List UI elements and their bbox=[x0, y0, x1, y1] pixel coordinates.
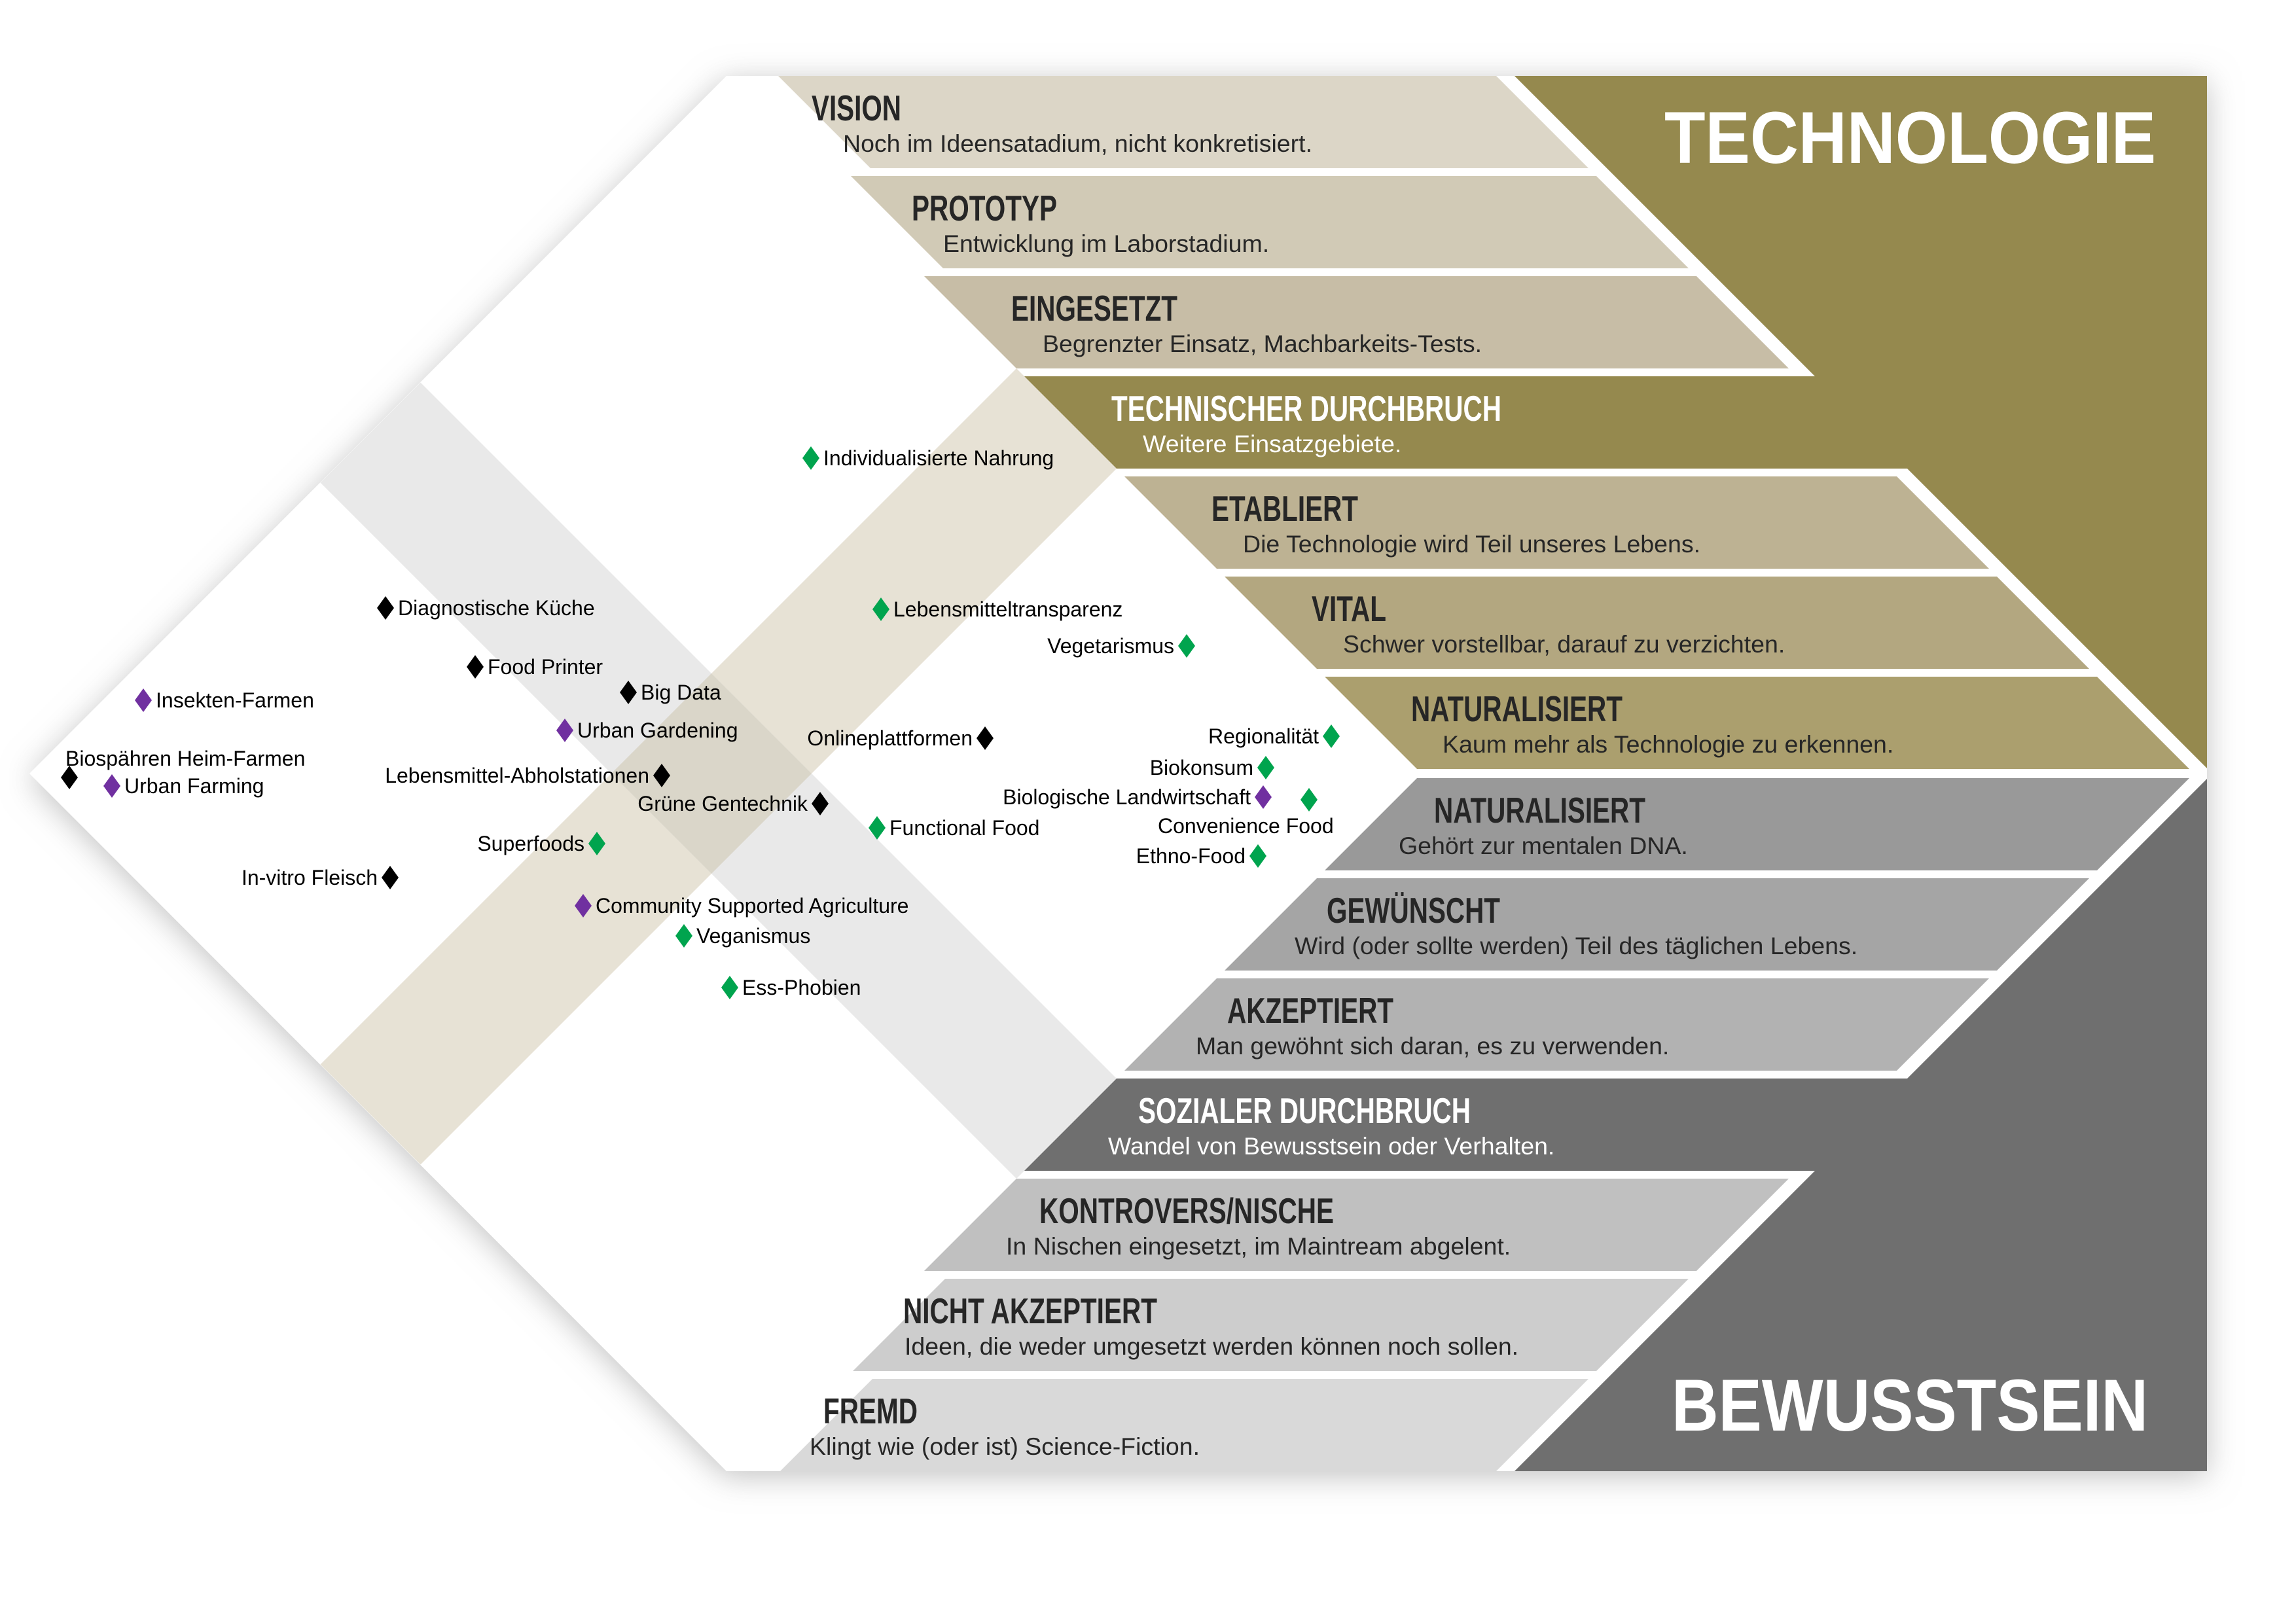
svg-text:ETABLIERT: ETABLIERT bbox=[1211, 488, 1358, 529]
svg-text:TECHNOLOGIE: TECHNOLOGIE bbox=[1664, 97, 2156, 179]
svg-text:Lebensmittel-Abholstationen: Lebensmittel-Abholstationen bbox=[385, 764, 649, 787]
svg-text:Wandel von Bewusstsein oder Ve: Wandel von Bewusstsein oder Verhalten. bbox=[1108, 1132, 1554, 1160]
svg-text:FREMD: FREMD bbox=[823, 1391, 918, 1431]
svg-text:EINGESETZT: EINGESETZT bbox=[1011, 288, 1177, 329]
svg-text:Insekten-Farmen: Insekten-Farmen bbox=[156, 688, 314, 712]
svg-text:Biospähren Heim-Farmen: Biospähren Heim-Farmen bbox=[65, 747, 305, 770]
svg-text:SOZIALER DURCHBRUCH: SOZIALER DURCHBRUCH bbox=[1138, 1090, 1471, 1131]
svg-text:Biokonsum: Biokonsum bbox=[1150, 756, 1253, 779]
svg-text:VITAL: VITAL bbox=[1312, 588, 1386, 629]
svg-text:Biologische Landwirtschaft: Biologische Landwirtschaft bbox=[1003, 785, 1251, 809]
svg-text:NATURALISIERT: NATURALISIERT bbox=[1411, 688, 1623, 729]
svg-text:Grüne Gentechnik: Grüne Gentechnik bbox=[637, 792, 808, 815]
svg-text:Klingt wie (oder ist) Science-: Klingt wie (oder ist) Science-Fiction. bbox=[810, 1433, 1200, 1460]
svg-text:Ess-Phobien: Ess-Phobien bbox=[742, 976, 861, 999]
svg-text:Big Data: Big Data bbox=[641, 681, 721, 704]
svg-text:Ethno-Food: Ethno-Food bbox=[1136, 844, 1246, 868]
svg-text:Die Technologie wird Teil unse: Die Technologie wird Teil unseres Lebens… bbox=[1243, 530, 1700, 558]
svg-text:Man gewöhnt sich daran, es zu: Man gewöhnt sich daran, es zu verwenden. bbox=[1196, 1032, 1669, 1060]
svg-text:Noch im Ideensatadium, nicht k: Noch im Ideensatadium, nicht konkretisie… bbox=[843, 130, 1312, 157]
svg-text:NATURALISIERT: NATURALISIERT bbox=[1434, 790, 1645, 830]
svg-text:Veganismus: Veganismus bbox=[696, 924, 810, 948]
svg-text:In-vitro Fleisch: In-vitro Fleisch bbox=[242, 866, 378, 889]
svg-text:KONTROVERS/NISCHE: KONTROVERS/NISCHE bbox=[1039, 1190, 1334, 1231]
svg-text:Begrenzter Einsatz, Machbarkei: Begrenzter Einsatz, Machbarkeits-Tests. bbox=[1043, 330, 1482, 357]
svg-text:Wird (oder sollte werden) Teil: Wird (oder sollte werden) Teil des tägli… bbox=[1295, 932, 1857, 959]
svg-text:TECHNISCHER DURCHBRUCH: TECHNISCHER DURCHBRUCH bbox=[1111, 388, 1501, 429]
svg-text:Urban Farming: Urban Farming bbox=[124, 774, 264, 798]
svg-text:NICHT AKZEPTIERT: NICHT AKZEPTIERT bbox=[903, 1291, 1157, 1331]
svg-text:VISION: VISION bbox=[812, 88, 901, 128]
svg-text:Entwicklung im Laborstadium.: Entwicklung im Laborstadium. bbox=[943, 230, 1269, 257]
svg-text:Superfoods: Superfoods bbox=[477, 832, 584, 855]
svg-text:Lebensmitteltransparenz: Lebensmitteltransparenz bbox=[893, 597, 1122, 621]
svg-text:Weitere Einsatzgebiete.: Weitere Einsatzgebiete. bbox=[1143, 430, 1401, 457]
svg-text:Community Supported Agricultur: Community Supported Agriculture bbox=[596, 894, 908, 918]
svg-text:Schwer vorstellbar, darauf zu: Schwer vorstellbar, darauf zu verzichten… bbox=[1343, 630, 1785, 658]
svg-text:Urban Gardening: Urban Gardening bbox=[577, 719, 738, 742]
svg-text:Convenience Food: Convenience Food bbox=[1158, 814, 1334, 838]
svg-text:Ideen, die weder umgesetzt wer: Ideen, die weder umgesetzt werden können… bbox=[905, 1332, 1518, 1360]
svg-text:Functional Food: Functional Food bbox=[889, 816, 1039, 840]
svg-text:BEWUSSTSEIN: BEWUSSTSEIN bbox=[1672, 1364, 2148, 1446]
svg-text:Individualisierte Nahrung: Individualisierte Nahrung bbox=[823, 446, 1054, 470]
svg-text:Kaum mehr als Technologie zu e: Kaum mehr als Technologie zu erkennen. bbox=[1443, 730, 1893, 758]
svg-text:Regionalität: Regionalität bbox=[1208, 724, 1319, 748]
svg-text:AKZEPTIERT: AKZEPTIERT bbox=[1227, 990, 1393, 1031]
svg-text:Onlineplattformen: Onlineplattformen bbox=[807, 726, 973, 750]
svg-text:Gehört zur mentalen DNA.: Gehört zur mentalen DNA. bbox=[1399, 832, 1688, 859]
svg-text:PROTOTYP: PROTOTYP bbox=[912, 188, 1057, 228]
svg-text:In Nischen eingesetzt, im Main: In Nischen eingesetzt, im Maintream abge… bbox=[1006, 1232, 1511, 1260]
svg-text:Diagnostische Küche: Diagnostische Küche bbox=[398, 596, 595, 620]
svg-text:Food Printer: Food Printer bbox=[488, 655, 603, 679]
svg-text:Vegetarismus: Vegetarismus bbox=[1047, 634, 1174, 658]
svg-text:GEWÜNSCHT: GEWÜNSCHT bbox=[1327, 890, 1500, 931]
